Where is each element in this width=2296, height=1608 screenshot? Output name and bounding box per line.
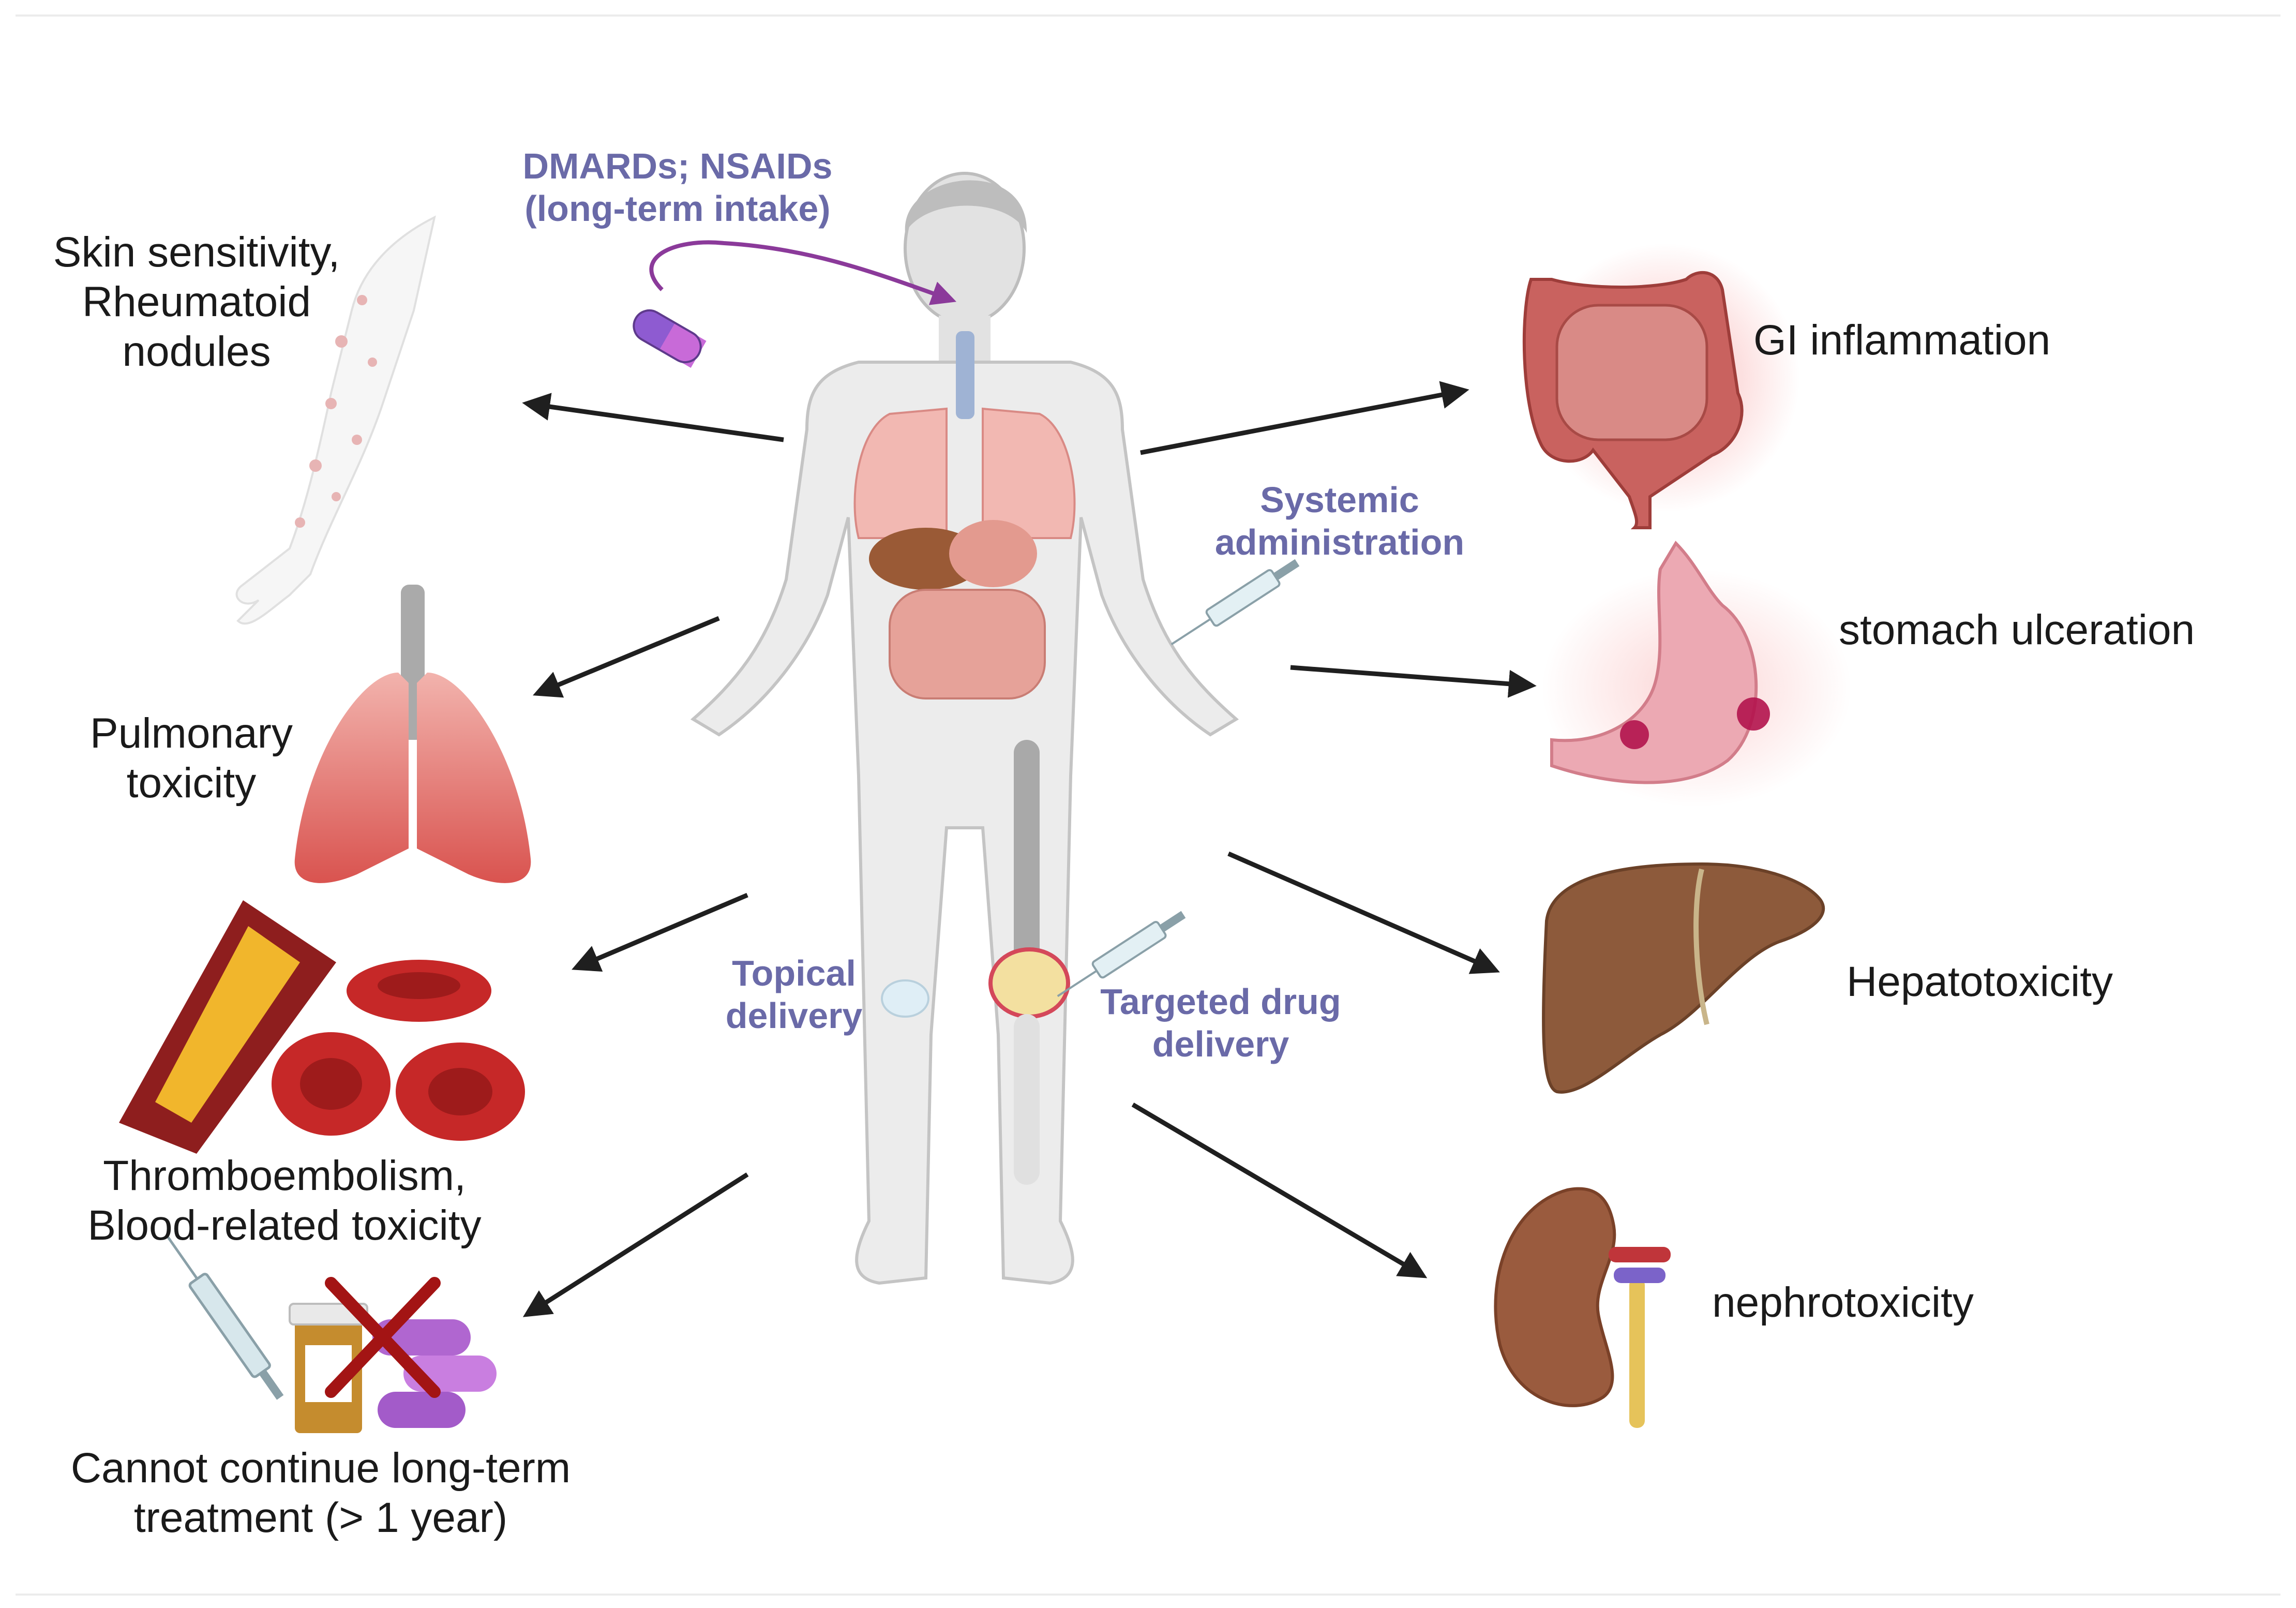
lungs-icon — [294, 585, 531, 883]
stomach-icon — [1541, 541, 1852, 807]
leg-bone — [1014, 740, 1040, 973]
intestines-icon — [1522, 243, 1800, 529]
kidney-effect-label: nephrotoxicity — [1712, 1279, 1974, 1326]
bottom-divider — [16, 1594, 2280, 1596]
knee-joint — [988, 947, 1070, 1019]
intake-label: DMARDs; NSAIDs (long-term intake) — [522, 146, 833, 229]
body-lungs — [853, 407, 948, 539]
arrow-to-gi — [1140, 381, 1469, 455]
trachea — [956, 331, 974, 419]
effect-arrows — [522, 381, 1537, 1317]
liver-icon — [1542, 862, 1825, 1094]
systemic-route-label: Systemic administration — [1214, 480, 1465, 562]
arrow-to-skin — [522, 393, 784, 442]
arrow-to-stomach — [1290, 665, 1537, 698]
kidney-icon — [1494, 1187, 1671, 1428]
body-stomach — [949, 520, 1037, 587]
arrow-to-treatment — [522, 1172, 749, 1317]
arrow-to-kidney — [1131, 1103, 1428, 1278]
skin-effect-label: Skin sensitivity, Rheumatoid nodules — [53, 229, 340, 375]
torso — [690, 361, 1239, 1285]
topical-patch — [881, 979, 929, 1018]
stomach-effect-label: stomach ulceration — [1839, 606, 2195, 653]
blood-vessel-cells-icon — [119, 900, 525, 1154]
arrow-to-lungs — [533, 616, 720, 698]
treatment-effect-label: Cannot continue long-term treatment (> 1… — [70, 1445, 571, 1541]
arm-skin-nodules-icon — [235, 215, 436, 625]
systemic-syringe-icon — [1170, 559, 1300, 646]
liver-effect-label: Hepatotoxicity — [1847, 958, 2113, 1005]
pulmonary-effect-label: Pulmonary toxicity — [90, 710, 293, 807]
top-divider — [16, 14, 2280, 17]
arrow-to-blood — [572, 892, 748, 972]
topical-route-label: Topical delivery — [725, 953, 863, 1036]
intake-arrow — [649, 240, 957, 305]
hair — [905, 180, 1027, 233]
body-intestines — [889, 589, 1046, 699]
arrow-to-liver — [1227, 851, 1500, 974]
syringe-bottle-pills-icon — [166, 1235, 497, 1433]
targeted-syringe-icon — [1057, 911, 1186, 997]
targeted-route-label: Targeted drug delivery — [1100, 981, 1341, 1064]
blood-effect-label: Thromboembolism, Blood-related toxicity — [87, 1152, 482, 1249]
pill-capsule-icon — [633, 309, 707, 368]
human-body-figure — [690, 172, 1239, 1285]
gi-effect-label: GI inflammation — [1753, 317, 2051, 364]
